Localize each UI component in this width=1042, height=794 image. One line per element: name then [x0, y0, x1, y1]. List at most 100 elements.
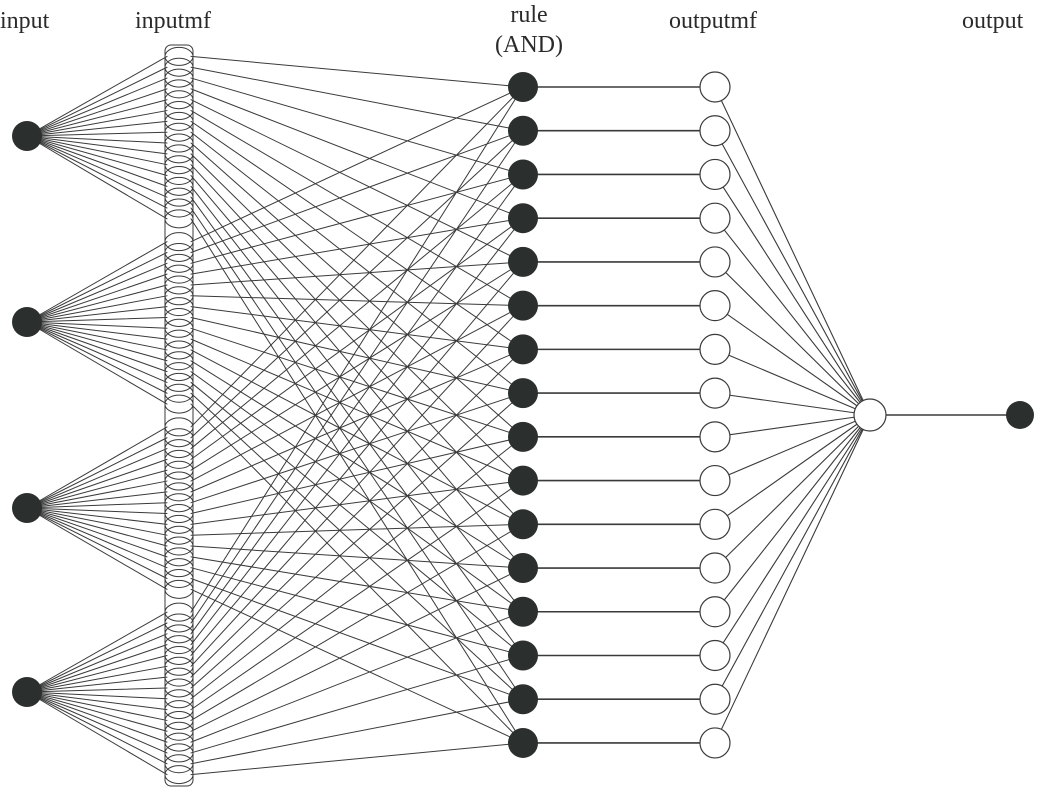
inputmf-node: [164, 198, 194, 218]
inputmf-node: [164, 613, 194, 633]
edge-input-to-inputmf: [26, 448, 168, 509]
edge-inputmf-to-rule: [190, 360, 524, 569]
inputmf-node: [164, 569, 194, 589]
inputmf-node: [164, 689, 194, 709]
outputmf-node: [699, 552, 731, 584]
edge-inputmf-to-rule: [190, 86, 524, 428]
edge-inputmf-to-rule: [190, 130, 524, 253]
edge-inputmf-to-rule: [190, 338, 524, 482]
edge-outputmf-to-aggregation: [714, 414, 871, 700]
edge-input-to-inputmf: [26, 691, 168, 721]
edge-input-to-inputmf: [26, 241, 168, 323]
edge-inputmf-to-rule: [190, 316, 524, 394]
inputmf-node: [164, 678, 194, 698]
inputmf-node: [164, 232, 194, 252]
rule-node: [508, 509, 538, 540]
edge-input-to-inputmf: [26, 77, 168, 137]
edge-input-to-inputmf: [26, 321, 168, 329]
edge-inputmf-to-rule: [190, 142, 524, 438]
inputmf-node: [164, 253, 194, 273]
edge-input-to-inputmf: [26, 135, 168, 144]
rule-node: [508, 246, 538, 277]
inputmf-node: [164, 394, 194, 414]
inputmf-node: [164, 656, 194, 676]
edge-inputmf-to-rule: [190, 110, 524, 307]
edge-inputmf-to-rule: [190, 392, 524, 504]
edge-inputmf-to-rule: [190, 436, 524, 700]
edges-layer: [26, 55, 1021, 776]
edge-outputmf-to-aggregation: [714, 414, 871, 613]
nodes-layer: [12, 44, 1034, 787]
edge-inputmf-to-rule: [190, 381, 524, 656]
edge-input-to-inputmf: [26, 321, 168, 405]
outputmf-node: [699, 115, 731, 147]
edge-outputmf-to-aggregation: [714, 305, 871, 416]
input-node: [12, 493, 42, 523]
inputmf-node: [164, 286, 194, 306]
edge-input-to-inputmf: [26, 691, 168, 732]
rule-node: [508, 421, 538, 452]
edge-inputmf-to-rule: [190, 185, 524, 613]
edge-inputmf-to-rule: [190, 392, 524, 689]
inputmf-node: [164, 68, 194, 88]
inputmf-node: [164, 460, 194, 480]
rule-node: [508, 378, 538, 409]
inputmf-node: [164, 79, 194, 99]
inputmf-node: [164, 624, 194, 644]
edge-input-to-inputmf: [26, 66, 168, 137]
edge-input-to-inputmf: [26, 88, 168, 137]
inputmf-node: [164, 176, 194, 196]
edge-inputmf-to-rule: [190, 130, 524, 439]
outputmf-node: [699, 727, 731, 759]
layer-label-output: output: [962, 8, 1024, 34]
edge-inputmf-to-rule: [190, 305, 524, 482]
edge-inputmf-to-rule: [190, 567, 524, 732]
edge-input-to-inputmf: [26, 507, 168, 536]
edge-input-to-inputmf: [26, 135, 168, 187]
inputmf-node: [164, 635, 194, 655]
edge-inputmf-to-rule: [190, 588, 524, 744]
edge-input-to-inputmf: [26, 691, 168, 743]
edge-input-to-inputmf: [26, 110, 168, 137]
edge-inputmf-to-rule: [190, 88, 524, 219]
edge-outputmf-to-aggregation: [714, 414, 871, 657]
inputmf-node: [164, 155, 194, 175]
edge-inputmf-to-rule: [190, 556, 524, 613]
layer-label-rule-line1: rule: [510, 2, 548, 28]
inputmf-column-outline: [164, 44, 194, 787]
edge-inputmf-to-rule: [190, 523, 524, 721]
edge-input-to-inputmf: [26, 55, 168, 137]
edge-input-to-inputmf: [26, 691, 168, 765]
edge-input-to-inputmf: [26, 611, 168, 693]
edge-inputmf-to-rule: [190, 306, 524, 350]
outputmf-node: [699, 71, 731, 103]
edge-inputmf-to-rule: [190, 196, 524, 656]
edge-inputmf-to-rule: [190, 86, 524, 613]
edge-input-to-inputmf: [26, 306, 168, 323]
inputmf-node: [164, 187, 194, 207]
outputmf-node: [699, 333, 731, 365]
layer-label-input: input: [0, 8, 50, 34]
outputmf-node: [699, 377, 731, 409]
inputmf-node: [164, 721, 194, 741]
inputmf-node: [164, 482, 194, 502]
edge-inputmf-to-rule: [190, 77, 524, 175]
edge-input-to-inputmf: [26, 507, 168, 547]
edge-input-to-inputmf: [26, 284, 168, 323]
edge-input-to-inputmf: [26, 131, 168, 137]
edge-inputmf-to-rule: [190, 261, 524, 471]
edge-input-to-inputmf: [26, 135, 168, 155]
edge-input-to-inputmf: [26, 321, 168, 383]
outputmf-node: [699, 290, 731, 322]
edge-inputmf-to-rule: [190, 86, 524, 243]
edge-outputmf-to-aggregation: [714, 414, 871, 744]
edge-input-to-inputmf: [26, 491, 168, 509]
inputmf-node: [164, 297, 194, 317]
inputmf-node: [164, 504, 194, 524]
edge-inputmf-to-rule: [190, 164, 524, 525]
inputmf-node: [164, 536, 194, 556]
inputmf-node: [164, 57, 194, 77]
inputmf-node: [164, 579, 194, 599]
edge-input-to-inputmf: [26, 676, 168, 693]
